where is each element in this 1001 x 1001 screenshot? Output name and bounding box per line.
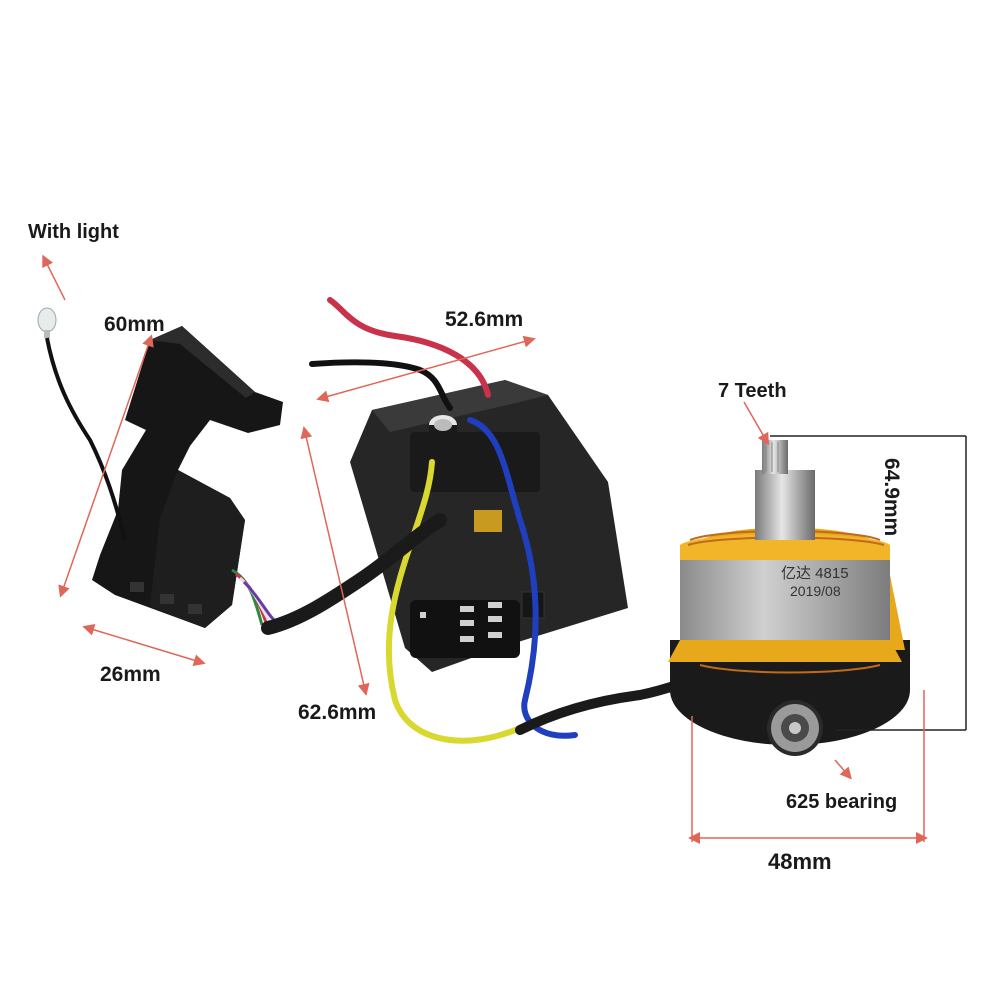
board-width-label: 52.6mm [445, 308, 524, 331]
motor-length-label: 64.9mm [880, 458, 903, 537]
led-wire [45, 337, 127, 541]
board-height-arrow [300, 426, 370, 696]
teeth-label: 7 Teeth [718, 380, 787, 402]
motor-model-stamp: 亿达 4815 [781, 565, 849, 582]
board-width-arrow [316, 335, 536, 403]
motor-diameter-label: 48mm [768, 849, 832, 874]
board-wires [261, 297, 685, 744]
bldc-motor [668, 440, 910, 756]
trigger-height-label: 60mm [104, 313, 165, 336]
board-height-label: 62.6mm [298, 701, 377, 724]
light-arrow [42, 254, 66, 301]
bearing-arrow [834, 759, 852, 780]
led-light [37, 307, 57, 338]
trigger-width-arrow [82, 624, 206, 666]
teeth-arrow [743, 401, 770, 446]
motor-date-stamp: 2019/08 [790, 583, 841, 599]
trigger-width-label: 26mm [100, 663, 161, 686]
dimension-lines [42, 254, 967, 844]
trigger-wires [231, 568, 281, 629]
trigger-switch [92, 326, 283, 628]
with-light-label: With light [28, 221, 119, 243]
trigger-height-arrow [58, 334, 154, 598]
bearing-label: 625 bearing [786, 791, 898, 813]
